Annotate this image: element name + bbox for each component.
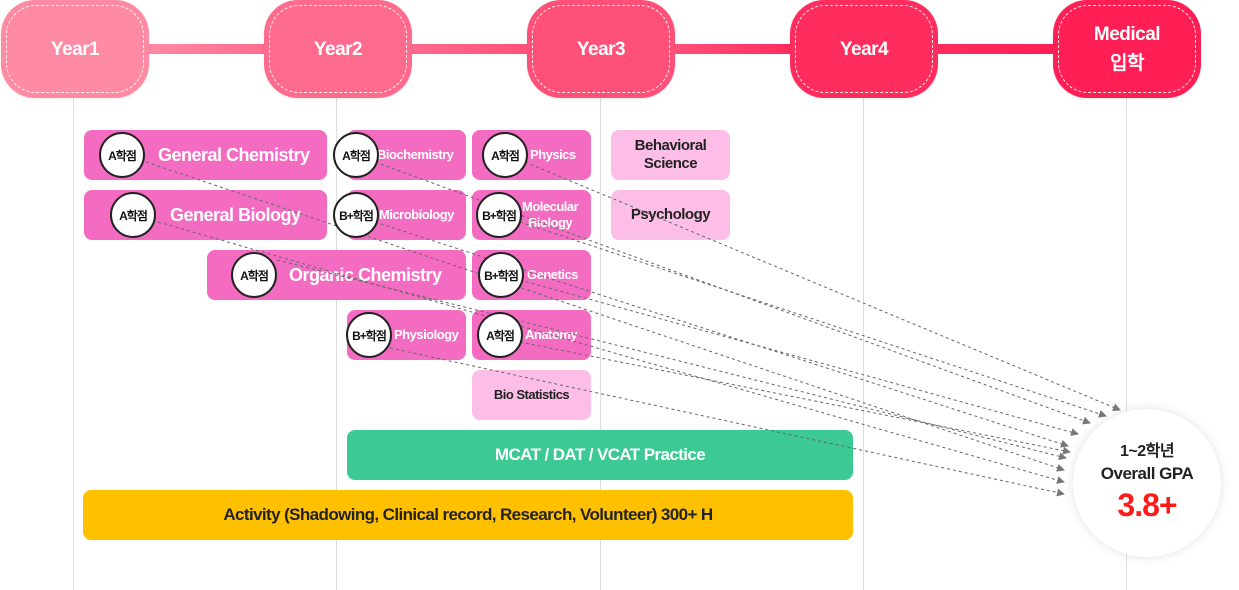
dashed-border xyxy=(1058,5,1196,93)
grade-badge: A학점 xyxy=(99,132,145,178)
course-biochemistry: A학점 Biochemistry xyxy=(333,130,466,180)
course-name: Biochemistry xyxy=(377,147,454,162)
node-label: Year1 xyxy=(50,38,100,60)
course-name: Behavioral Science xyxy=(635,137,707,173)
node-label: Year3 xyxy=(576,38,626,60)
node-label: Year2 xyxy=(313,38,363,60)
arrow-genetics xyxy=(519,279,1079,436)
grade-badge: A학점 xyxy=(231,252,277,298)
course-general-chemistry: A학점 General Chemistry xyxy=(84,130,327,180)
node-label: Medical 입학 xyxy=(1093,20,1161,78)
gpa-target-circle: 1~2학년 Overall GPA 3.8+ xyxy=(1073,409,1221,557)
grade-badge: A학점 xyxy=(482,132,528,178)
test-prep-bar: MCAT / DAT / VCAT Practice xyxy=(347,430,853,480)
dashed-border xyxy=(6,5,144,93)
timeline-node-year3: Year3 xyxy=(527,0,675,98)
year1-guide-line xyxy=(73,96,74,590)
course-anatomy: A학점 Anatomy xyxy=(472,310,591,360)
course-name: Psychology xyxy=(630,206,711,223)
grade-badge: A학점 xyxy=(333,132,379,178)
grade-badge: B+학점 xyxy=(333,192,379,238)
timeline-node-year2: Year2 xyxy=(264,0,412,98)
gpa-year-label: 1~2학년 xyxy=(1119,443,1175,460)
timeline-node-medical: Medical 입학 xyxy=(1053,0,1201,98)
course-organic-chemistry: A학점 Organic Chemistry xyxy=(207,250,466,300)
activity-bar: Activity (Shadowing, Clinical record, Re… xyxy=(83,490,853,540)
dashed-border xyxy=(795,5,933,93)
course-name-line1: Behavioral xyxy=(634,137,707,154)
node-label: Year4 xyxy=(839,38,889,60)
timeline-node-year1: Year1 xyxy=(1,0,149,98)
course-bio-statistics: Bio Statistics xyxy=(472,370,591,420)
gpa-value: 3.8+ xyxy=(1117,487,1177,523)
course-general-biology: A학점 General Biology xyxy=(84,190,327,240)
timeline-connector xyxy=(146,44,268,54)
timeline-connector xyxy=(409,44,531,54)
course-name: Physiology xyxy=(394,327,459,342)
course-name: Organic Chemistry xyxy=(289,265,442,285)
course-name: General Biology xyxy=(170,205,301,225)
grade-badge: B+학점 xyxy=(346,312,392,358)
dashed-border xyxy=(269,5,407,93)
course-name: Anatomy xyxy=(525,327,578,342)
year4-guide-line xyxy=(863,96,864,590)
course-name: Bio Statistics xyxy=(493,387,570,402)
timeline-connector xyxy=(672,44,794,54)
grade-badge: B+학점 xyxy=(476,192,522,238)
gpa-title: Overall GPA xyxy=(1100,464,1194,483)
course-name: Microbiology xyxy=(379,207,454,222)
dashed-border xyxy=(532,5,670,93)
grade-badge: A학점 xyxy=(110,192,156,238)
medical-guide-line xyxy=(1126,96,1127,590)
node-label-line2: 입학 xyxy=(1110,53,1144,74)
course-psychology: Psychology xyxy=(611,190,730,240)
course-physiology: B+학점 Physiology xyxy=(346,310,466,360)
course-name-line2: Biology xyxy=(528,215,573,230)
course-physics: A학점 Physics xyxy=(472,130,591,180)
course-name: General Chemistry xyxy=(158,145,310,165)
course-name: Genetics xyxy=(527,267,578,282)
course-name: Physics xyxy=(530,147,576,162)
course-genetics: B+학점 Genetics xyxy=(472,250,591,300)
course-molecular-biology: B+학점 Molecular Biology xyxy=(472,190,591,240)
timeline-node-year4: Year4 xyxy=(790,0,938,98)
course-microbiology: B+학점 Microbiology xyxy=(333,190,466,240)
course-name: Molecular Biology xyxy=(522,199,579,231)
timeline-connector xyxy=(935,44,1057,54)
arrow-molecular-biology xyxy=(519,221,1107,418)
grade-badge: B+학점 xyxy=(478,252,524,298)
course-name-line1: Molecular xyxy=(522,199,579,214)
grade-badge: A학점 xyxy=(477,312,523,358)
course-name-line2: Science xyxy=(643,155,698,172)
node-label-line1: Medical xyxy=(1093,24,1161,45)
course-behavioral-science: Behavioral Science xyxy=(611,130,730,180)
